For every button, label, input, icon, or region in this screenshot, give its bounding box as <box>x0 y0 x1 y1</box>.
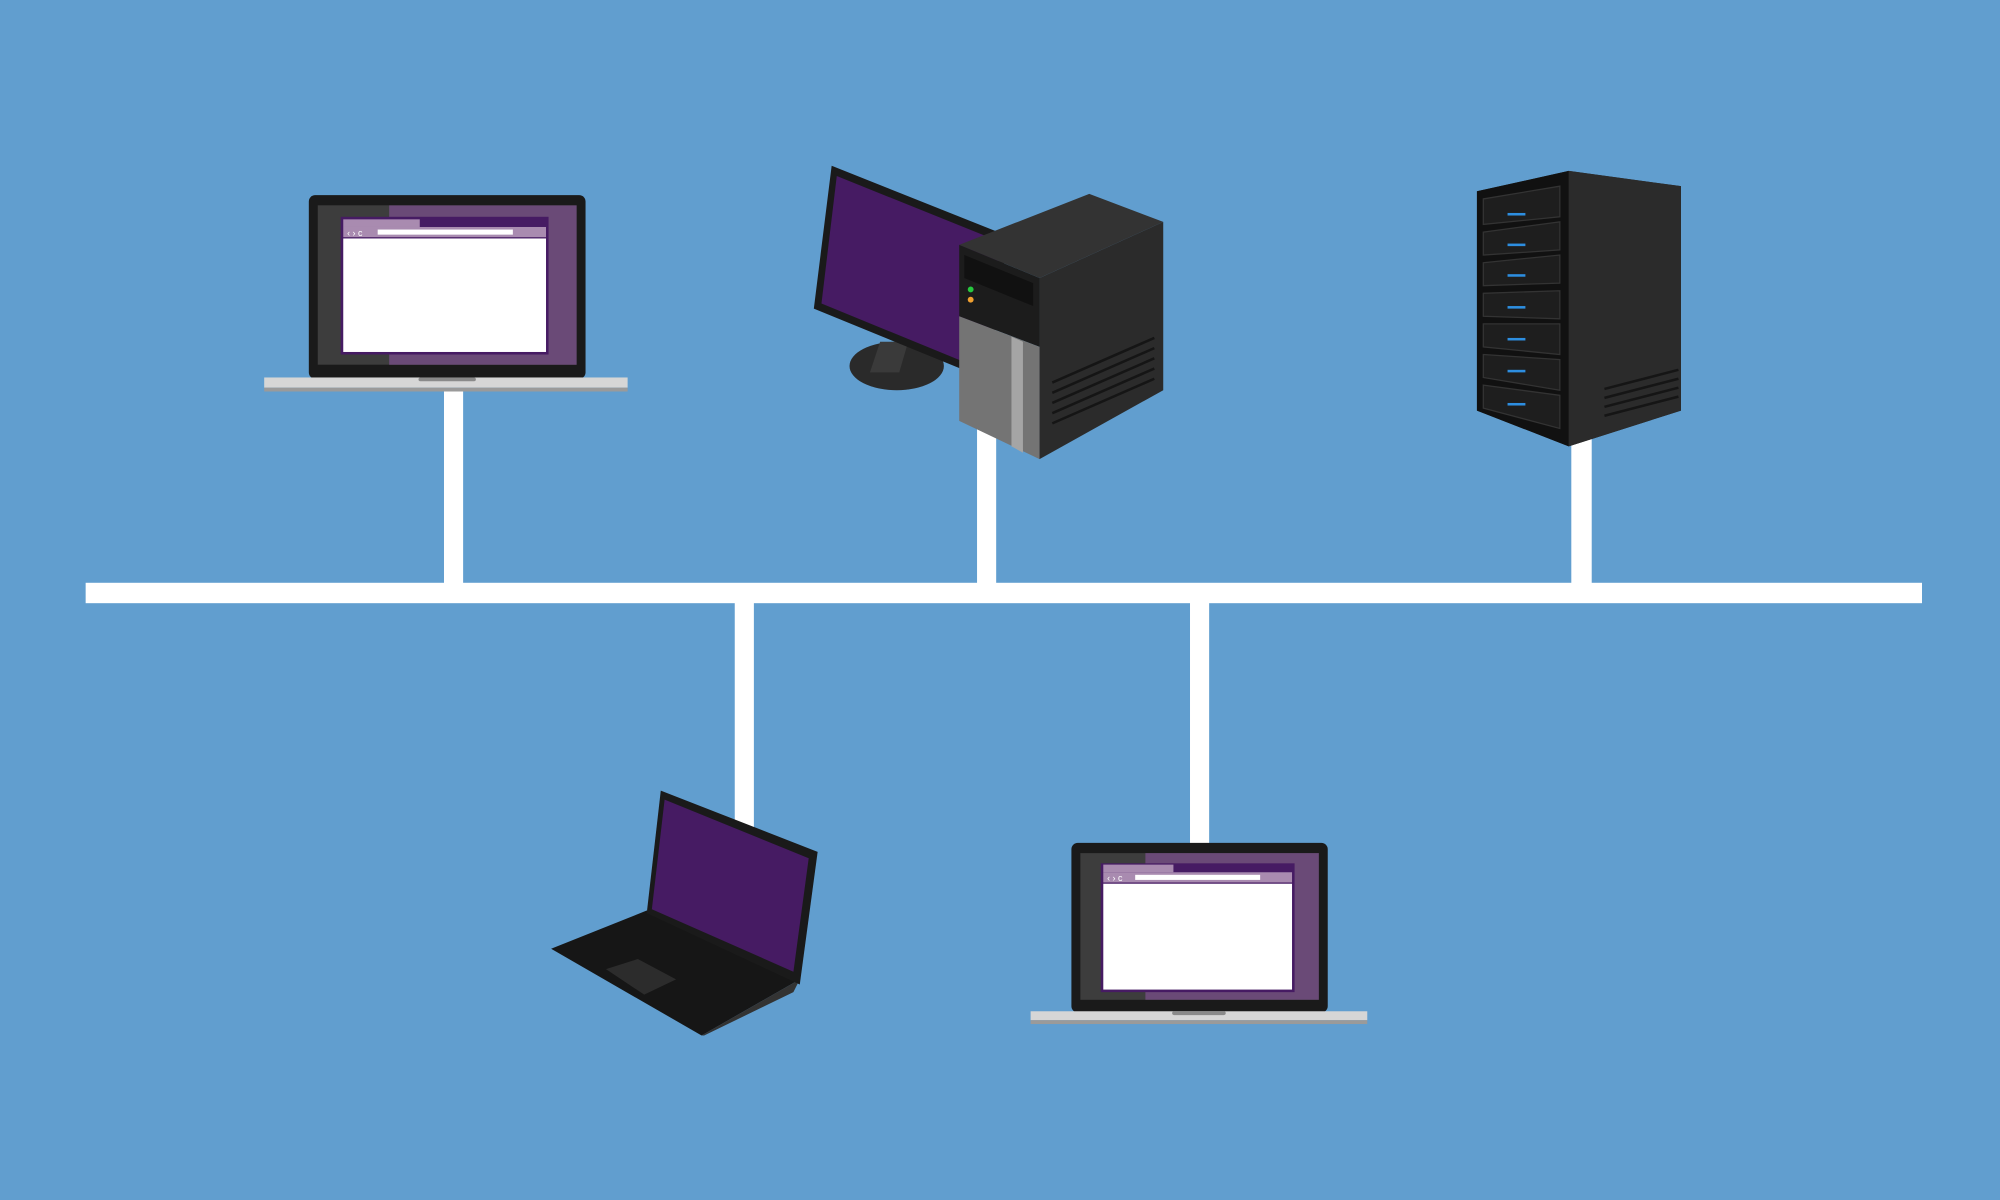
browser-nav-icons: ‹ › c <box>347 228 363 238</box>
drop-line-laptop-top <box>443 388 464 585</box>
drop-line-desktop <box>977 420 997 585</box>
laptop-screen <box>651 799 809 972</box>
network-bus <box>85 388 1922 847</box>
drop-line-server <box>1571 433 1592 585</box>
laptop-bottom-right: ‹ › c <box>1030 842 1368 1025</box>
activity-led-icon <box>967 296 974 303</box>
browser-content <box>343 238 547 352</box>
browser-nav-icons: ‹ › c <box>1107 873 1123 883</box>
drop-line-laptop-angled <box>734 601 754 829</box>
drop-line-laptop-bottom <box>1190 601 1210 847</box>
server-rack <box>1476 170 1681 447</box>
browser-content <box>1103 883 1293 990</box>
desktop-computer <box>813 165 1164 460</box>
laptop-angled <box>551 790 818 1036</box>
laptop-top-left: ‹ › c <box>264 195 628 392</box>
monitor-screen <box>821 175 1002 370</box>
bus-line <box>85 582 1922 604</box>
power-led-icon <box>967 286 974 293</box>
trackpad <box>605 958 677 995</box>
